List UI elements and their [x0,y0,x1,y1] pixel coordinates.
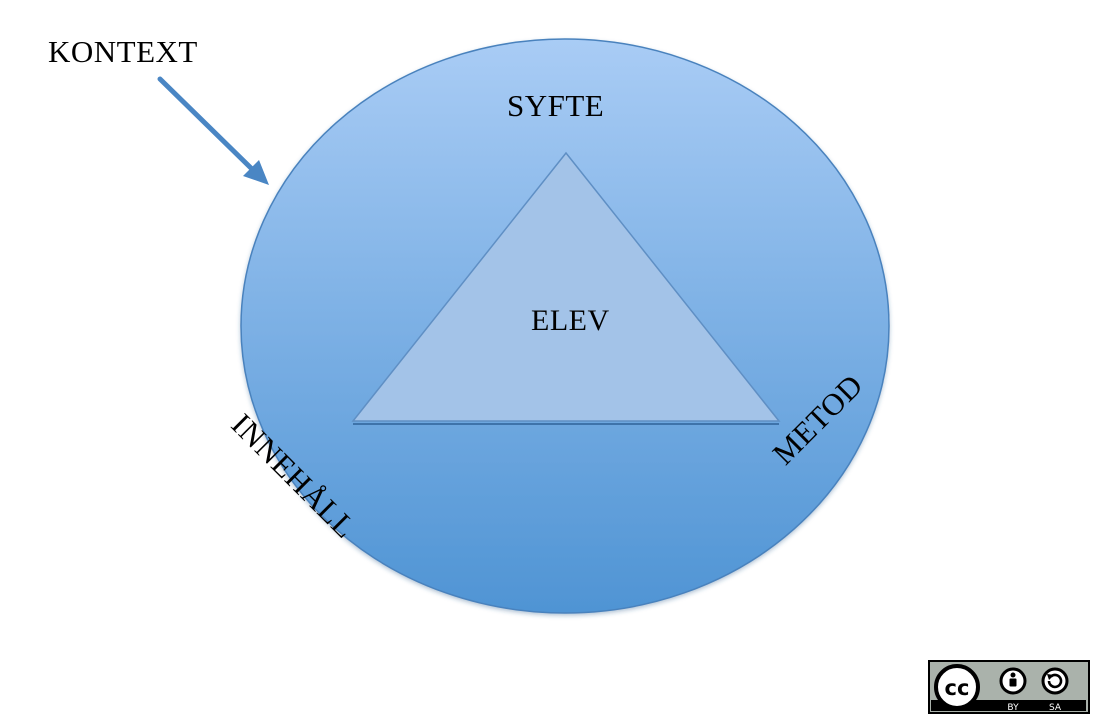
cc-symbol: cc [945,676,970,700]
context-label: KONTEXT [48,34,198,69]
share-alike-label: SA [1049,703,1062,713]
share-alike-icon [1041,667,1069,695]
cc-by-sa-license-icon: cc BY SA [928,660,1090,714]
attribution-icon [999,667,1027,695]
triangle [351,151,781,422]
student-label: ELEV [531,304,610,337]
attribution-label: BY [1007,703,1019,713]
context-arrow [157,76,269,185]
purpose-label: SYFTE [507,88,605,123]
